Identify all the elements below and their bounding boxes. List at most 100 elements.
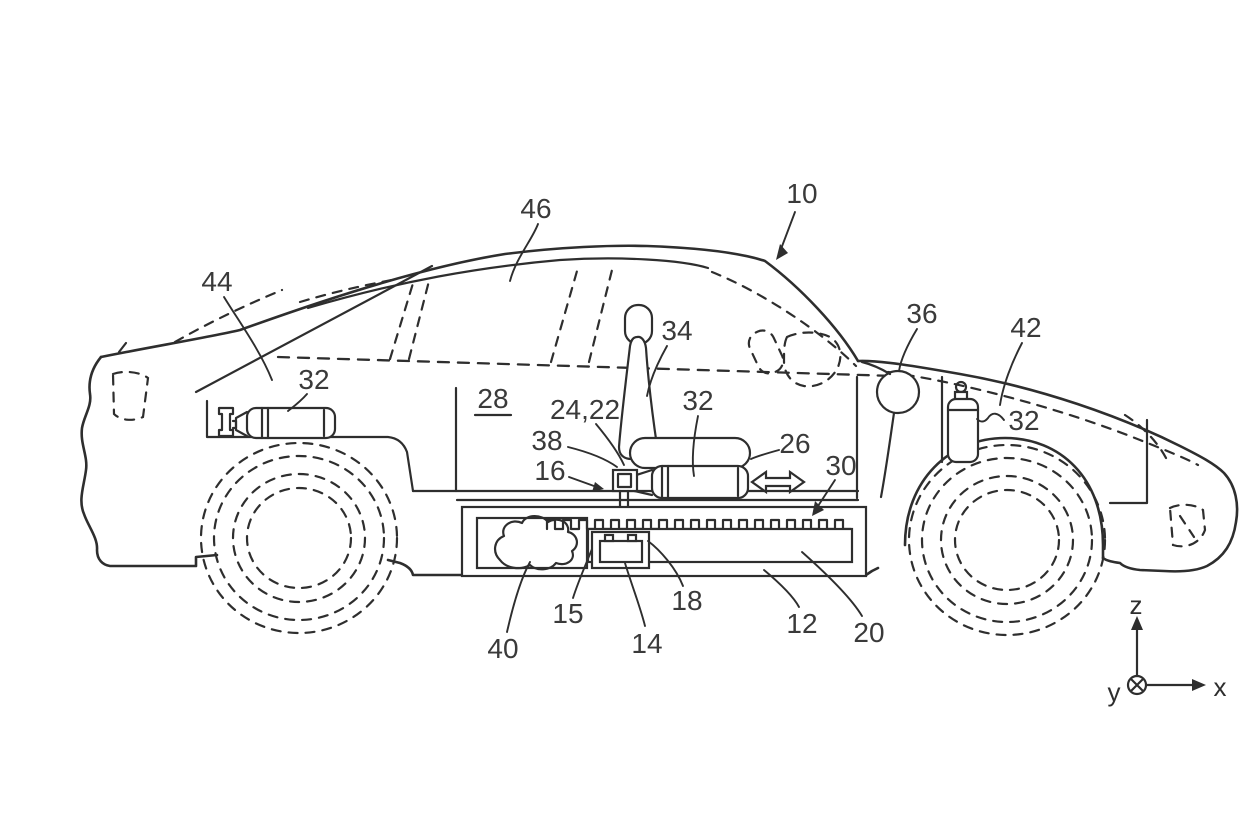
drive-terminal-left	[603, 533, 615, 543]
b-pillar-dash-1	[549, 269, 579, 364]
ref-label-40: 40	[487, 633, 518, 664]
rear-face-outline	[80, 355, 219, 568]
hidden-lines	[111, 268, 1207, 548]
ref-label-46: 46	[520, 193, 551, 224]
ref-label-38: 38	[531, 425, 562, 456]
leader-42	[999, 342, 1023, 406]
ref-label-26: 26	[779, 428, 810, 459]
ref-label-36: 36	[906, 298, 937, 329]
y-axis-symbol	[1126, 674, 1148, 696]
front-wheel	[907, 443, 1107, 637]
leader-36	[898, 328, 918, 372]
underseat-cylinder-body	[650, 464, 750, 500]
leader-32-front	[976, 412, 1005, 423]
leader-18	[647, 540, 684, 587]
ref-label-28: 28	[477, 383, 508, 414]
leader-16-arrowhead	[592, 482, 604, 492]
parcel-shelf-line	[205, 399, 415, 493]
underfloor-assembly	[460, 505, 868, 578]
rear-cylinder-rings	[260, 406, 326, 440]
ref-label-10: 10	[786, 178, 817, 209]
drive-battery-body	[598, 539, 644, 564]
hood-inner-dashed	[886, 370, 1200, 467]
c-pillar-dash-2	[407, 275, 432, 361]
drive-terminal-right	[626, 533, 638, 543]
front-bottle-body	[946, 397, 980, 464]
leader-16	[568, 476, 595, 487]
x-axis-label: x	[1214, 672, 1227, 702]
headrest-dashed	[747, 329, 785, 375]
leader-10-arrowhead	[776, 244, 788, 260]
front-bottle-cap	[954, 380, 968, 394]
leader-32-rear	[287, 393, 308, 412]
front-gas-cylinder	[946, 380, 980, 464]
leader-30-arrowhead	[812, 501, 824, 516]
rear-rim-outer	[231, 472, 367, 604]
rear-cylinder-cone	[234, 410, 249, 438]
slide-double-arrow	[750, 469, 806, 495]
ref-label-16: 16	[534, 455, 565, 486]
leader-34	[646, 345, 668, 397]
ref-label-20: 20	[853, 617, 884, 648]
crash-absorber-cloud	[494, 515, 578, 571]
roof-seam-dashed	[298, 278, 394, 304]
ref-label-34: 34	[661, 315, 692, 346]
leader-26	[750, 449, 780, 460]
seat	[617, 303, 752, 470]
leader-46	[509, 223, 539, 282]
rear-cylinder-valve	[217, 406, 238, 438]
vehicle-outline	[80, 244, 1239, 577]
x-axis-arrowhead	[1192, 679, 1206, 691]
seat-cushion	[628, 436, 752, 470]
fender-inner-dashed	[1123, 413, 1170, 464]
y-axis-label: y	[1108, 677, 1121, 707]
engine-bay-right-wall	[1108, 418, 1149, 505]
rear-pillar-inner-line	[194, 264, 434, 394]
leader-15	[572, 548, 593, 599]
ref-label-15: 15	[552, 598, 583, 629]
ref-label-42: 42	[1010, 312, 1041, 343]
z-axis-arrowhead	[1131, 616, 1143, 630]
leader-32-seat	[691, 415, 699, 477]
front-rim-inner	[953, 488, 1061, 592]
rear-wheel	[199, 441, 399, 635]
hood-front-outline	[856, 359, 1239, 573]
leader-38	[567, 446, 618, 468]
rear-gas-cylinder	[217, 406, 337, 440]
headlight-dashed	[1168, 503, 1207, 548]
front-tire-inner	[920, 456, 1094, 624]
leader-24-22	[595, 423, 625, 466]
ref-label-14: 14	[631, 628, 662, 659]
seat-mount-inner	[616, 472, 633, 489]
front-tire-outer	[907, 443, 1107, 637]
trunk-lid-notch	[117, 341, 128, 354]
leader-40	[506, 561, 531, 633]
headlight-inner-dash	[1178, 514, 1196, 539]
leader-30	[817, 479, 836, 507]
underseat-gas-cylinder	[628, 464, 750, 500]
leader-10	[780, 211, 796, 250]
leader-lines	[223, 211, 1023, 633]
beltline-dashed	[276, 355, 897, 378]
ref-label-32-seat: 32	[682, 385, 713, 416]
ref-label-30: 30	[825, 450, 856, 481]
leader-44	[223, 296, 273, 381]
leader-20	[801, 551, 863, 617]
body-top-outline	[99, 244, 860, 363]
leader-12	[763, 569, 800, 608]
rear-cylinder-body	[245, 406, 337, 440]
steering-column	[879, 411, 896, 499]
taillight-dashed	[111, 370, 150, 421]
z-axis-label: z	[1130, 590, 1143, 620]
steering-wheel-rim	[875, 369, 921, 415]
ref-label-12: 12	[786, 608, 817, 639]
ref-label-24-22: 24,22	[550, 394, 620, 425]
a-pillar-dashed	[710, 270, 858, 368]
ref-label-44: 44	[201, 266, 232, 297]
front-rim-outer	[939, 474, 1075, 606]
rear-window-dashed	[173, 288, 284, 344]
ref-label-32-front: 32	[1008, 405, 1039, 436]
roof-inner-line	[306, 257, 710, 310]
